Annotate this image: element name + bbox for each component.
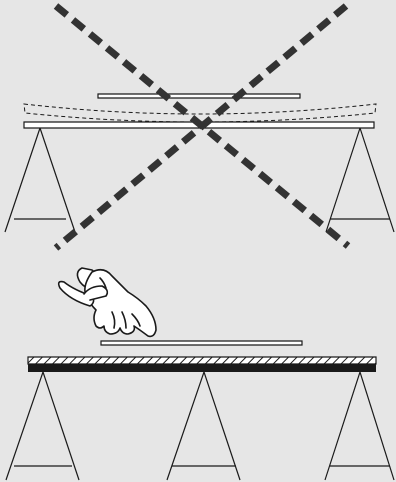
trestle-icon bbox=[326, 128, 394, 232]
sag-outline-dashed bbox=[24, 104, 376, 122]
board-hatched-surface bbox=[28, 357, 376, 364]
trestle-icon bbox=[6, 372, 79, 480]
trestle-icon bbox=[325, 372, 394, 480]
trestle-icon bbox=[167, 372, 240, 480]
loose-panel bbox=[98, 94, 300, 98]
trestle-icon bbox=[5, 128, 75, 232]
cross-mark-icon bbox=[56, 6, 348, 248]
panel-to-place bbox=[101, 341, 302, 345]
incorrect-setup-panel bbox=[5, 6, 394, 248]
correct-setup-panel bbox=[6, 268, 394, 480]
board-base-beam bbox=[28, 364, 376, 372]
hand-pointing-icon bbox=[59, 268, 156, 336]
